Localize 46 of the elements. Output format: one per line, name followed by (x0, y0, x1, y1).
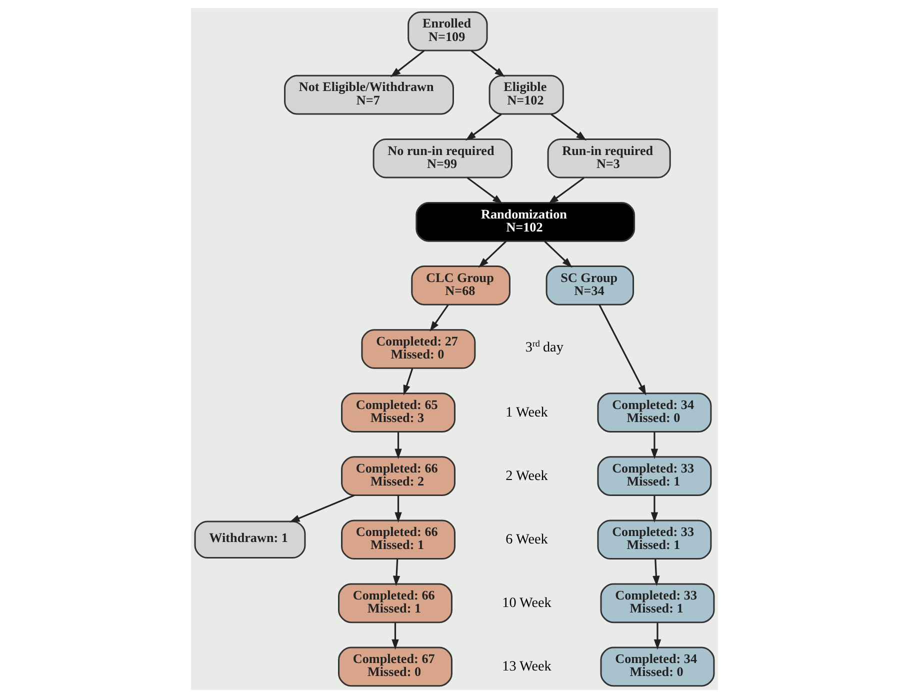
arrow (650, 432, 658, 460)
arrow (403, 368, 414, 396)
node-box: Completed: 33 Missed: 1 (597, 520, 712, 560)
node-label: 3$^{rd}$ day (525, 338, 564, 356)
node-box: Completed: 34 Missed: 0 (597, 392, 712, 432)
node-box: Completed: 33 Missed: 1 (600, 583, 715, 624)
node-label: 10 Week (502, 594, 552, 611)
arrow (548, 177, 584, 204)
node-box: CLC Group N=68 (411, 266, 510, 306)
node-label: 2 Week (506, 468, 548, 484)
arrow (394, 432, 402, 460)
node-label: 1 Week (506, 404, 548, 420)
arrow (652, 559, 660, 586)
arrow (598, 304, 646, 396)
arrow (470, 50, 505, 78)
node-box: Completed: 66 Missed: 1 (341, 520, 456, 560)
node-label: 6 Week (506, 531, 548, 548)
arrow (392, 622, 399, 650)
arrow (394, 496, 402, 523)
arrow (466, 114, 502, 141)
node-box: Eligible N=102 (488, 74, 564, 115)
node-box: Completed: 67 Missed: 0 (338, 646, 452, 687)
node-box: Completed: 66 Missed: 1 (338, 583, 452, 624)
arrow (478, 240, 507, 268)
arrow (654, 622, 662, 650)
node-box: Completed: 66 Missed: 2 (341, 456, 456, 496)
node-box: Completed: 34 Missed: 0 (600, 646, 715, 687)
arrow (650, 496, 658, 523)
node-box: Not Eligible/Withdrawn N=7 (284, 74, 454, 115)
node-box: SC Group N=34 (546, 266, 634, 306)
node-box: Completed: 27 Missed: 0 (361, 329, 476, 369)
arrow (466, 177, 503, 204)
node-box: Completed: 65 Missed: 3 (341, 392, 456, 432)
arrow (392, 559, 400, 586)
arrow (390, 50, 425, 78)
node-box: Withdrawn: 1 (194, 520, 306, 559)
arrow (289, 494, 354, 522)
arrow (544, 240, 572, 268)
node-box: No run-in required N=99 (372, 138, 512, 178)
node-box: Enrolled N=109 (408, 11, 488, 52)
node-box: Run-in required N=3 (547, 138, 671, 178)
node-label: 13 Week (502, 658, 552, 674)
arrow (430, 304, 449, 332)
node-box: Completed: 33 Missed: 1 (597, 456, 712, 496)
arrow (550, 114, 587, 141)
node-box: Randomization N=102 (416, 202, 636, 242)
